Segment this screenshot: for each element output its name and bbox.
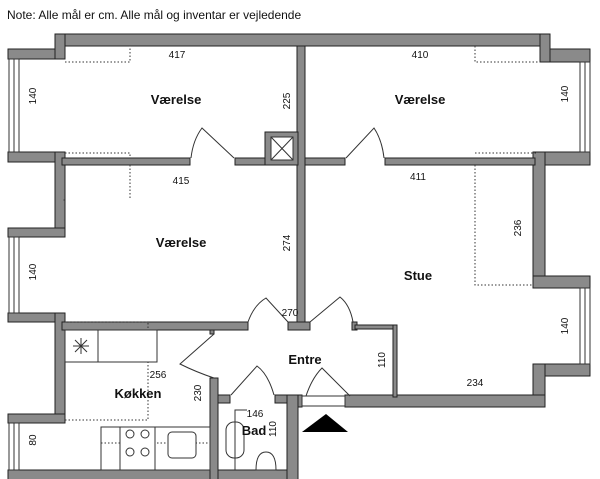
- door-swing-icon: [309, 296, 354, 323]
- dimension-label: 140: [28, 263, 39, 280]
- door-swing-icon: [345, 127, 385, 159]
- dimension-label: 140: [28, 87, 39, 104]
- fan-icon: [73, 338, 89, 354]
- dimension-label: 410: [412, 50, 429, 61]
- doors: [179, 127, 385, 397]
- dimension-label: 415: [173, 176, 190, 187]
- sink-icon: [167, 431, 197, 459]
- dimension-label: 274: [282, 234, 293, 251]
- dotted-lines: [62, 46, 538, 421]
- room-label-bedroom-2: Værelse: [395, 92, 446, 107]
- room-label-bedroom-1: Værelse: [151, 92, 202, 107]
- dimension-label: 140: [560, 85, 571, 102]
- room-label-living-room: Stue: [404, 268, 432, 283]
- door-swing-icon: [179, 333, 215, 379]
- door-swing-icon: [305, 367, 351, 397]
- door-swing-icon: [247, 297, 289, 323]
- dimension-label: 236: [513, 219, 524, 236]
- washbasin-icon: [255, 451, 277, 471]
- dimension-label: 256: [150, 370, 167, 381]
- walls: [7, 33, 591, 479]
- dimension-label: 270: [282, 308, 299, 319]
- room-label-bathroom: Bad: [242, 423, 267, 438]
- room-label-kitchen: Køkken: [115, 386, 162, 401]
- door-swing-icon: [230, 365, 275, 396]
- note-text: Note: Alle mål er cm. Alle mål og invent…: [7, 8, 302, 22]
- dimension-label: 411: [410, 172, 426, 183]
- dimension-label: 234: [467, 378, 484, 389]
- dimension-label: 110: [268, 421, 279, 437]
- room-label-entrance: Entre: [288, 352, 321, 367]
- dimension-labels: 417 410 415 411 270 256 146 234 140 225 …: [28, 50, 571, 446]
- dimension-label: 80: [28, 434, 39, 446]
- kitchen-fixtures: [64, 329, 277, 471]
- entrance-door-icon: [301, 395, 346, 407]
- dimension-label: 140: [560, 317, 571, 334]
- door-swing-icon: [190, 127, 235, 159]
- room-label-bedroom-3: Værelse: [156, 235, 207, 250]
- entrance-arrow-icon: [302, 414, 348, 432]
- dimension-label: 417: [169, 50, 186, 61]
- room-labels: Værelse Værelse Værelse Stue Entre Køkke…: [115, 92, 446, 438]
- stove-icon: [119, 426, 156, 471]
- dimension-label: 146: [247, 409, 264, 420]
- windows: [8, 58, 591, 471]
- dimension-label: 225: [282, 92, 293, 109]
- dimension-label: 110: [377, 352, 388, 368]
- dimension-label: 230: [193, 384, 204, 401]
